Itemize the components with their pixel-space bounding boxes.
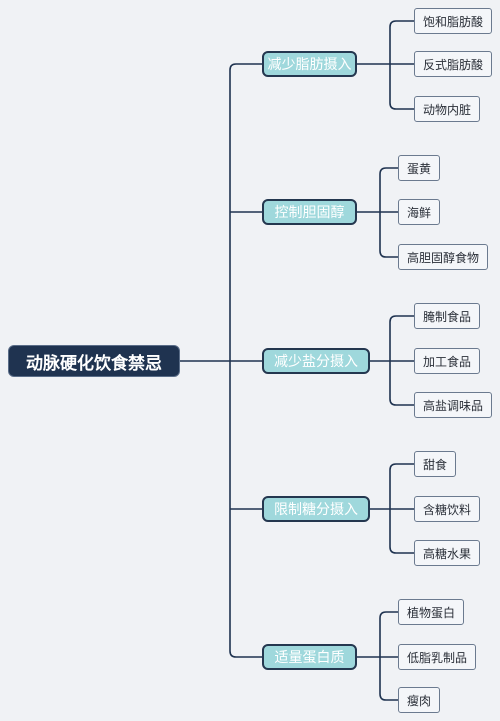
leaf-processed-food[interactable]: 加工食品: [414, 348, 481, 374]
leaf-sweets[interactable]: 甜食: [414, 451, 457, 477]
branch-control-cholesterol[interactable]: 控制胆固醇: [262, 199, 357, 225]
leaf-lean-meat[interactable]: 瘦肉: [398, 687, 441, 713]
root-node[interactable]: 动脉硬化饮食禁忌: [8, 345, 180, 377]
connector-group-5: [357, 611, 398, 701]
leaf-egg-yolk[interactable]: 蛋黄: [398, 155, 441, 181]
leaf-high-sugar-fruit[interactable]: 高糖水果: [414, 540, 481, 566]
leaf-high-cholesterol-food[interactable]: 高胆固醇食物: [398, 244, 489, 270]
leaf-sugary-drinks[interactable]: 含糖饮料: [414, 496, 481, 522]
leaf-organ-meat[interactable]: 动物内脏: [414, 96, 481, 122]
connector-group-4: [370, 463, 414, 554]
branch-reduce-fat[interactable]: 减少脂肪摄入: [262, 51, 357, 77]
leaf-high-salt-seasoning[interactable]: 高盐调味品: [414, 392, 493, 418]
leaf-saturated-fat[interactable]: 饱和脂肪酸: [414, 8, 493, 34]
leaf-seafood[interactable]: 海鲜: [398, 199, 441, 225]
branch-limit-sugar[interactable]: 限制糖分摄入: [262, 496, 370, 522]
leaf-plant-protein[interactable]: 植物蛋白: [398, 599, 465, 625]
connector-group-1: [357, 20, 414, 110]
branch-moderate-protein[interactable]: 适量蛋白质: [262, 644, 357, 670]
leaf-trans-fat[interactable]: 反式脂肪酸: [414, 51, 493, 77]
leaf-low-fat-dairy[interactable]: 低脂乳制品: [398, 644, 477, 670]
connector-group-3: [370, 315, 414, 406]
branch-reduce-salt[interactable]: 减少盐分摄入: [262, 348, 370, 374]
connector-group-2: [357, 167, 398, 258]
leaf-pickled-food[interactable]: 腌制食品: [414, 303, 481, 329]
